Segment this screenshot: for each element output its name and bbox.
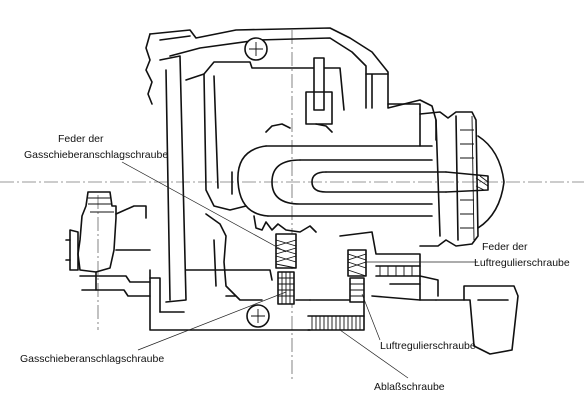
- label-air-screw: Luftregulierschraube: [380, 340, 476, 352]
- leader-air-screw: [361, 293, 381, 341]
- label-throttle-stop-spring-line1: Feder der: [58, 133, 104, 145]
- label-air-screw-spring-line1: Feder der: [482, 241, 528, 253]
- label-throttle-stop-screw: Gasschieberanschlagschraube: [20, 353, 164, 365]
- leader-throttle-stop-spring: [121, 161, 287, 253]
- leader-lines: [121, 161, 478, 379]
- label-drain-screw: Ablaßschraube: [374, 381, 445, 393]
- throttle-stop-screw-assembly: [275, 233, 297, 305]
- leader-drain-screw: [339, 329, 409, 379]
- label-throttle-stop-spring-line2: Gasschieberanschlagschraube: [24, 149, 168, 161]
- label-air-screw-spring-line2: Luftregulierschraube: [474, 257, 570, 269]
- leader-throttle-stop-screw: [137, 291, 287, 351]
- vent-tube: [313, 57, 325, 111]
- air-screw-assembly: [347, 249, 367, 303]
- air-screw-spring: [347, 249, 367, 277]
- carburetor-body: [65, 27, 519, 355]
